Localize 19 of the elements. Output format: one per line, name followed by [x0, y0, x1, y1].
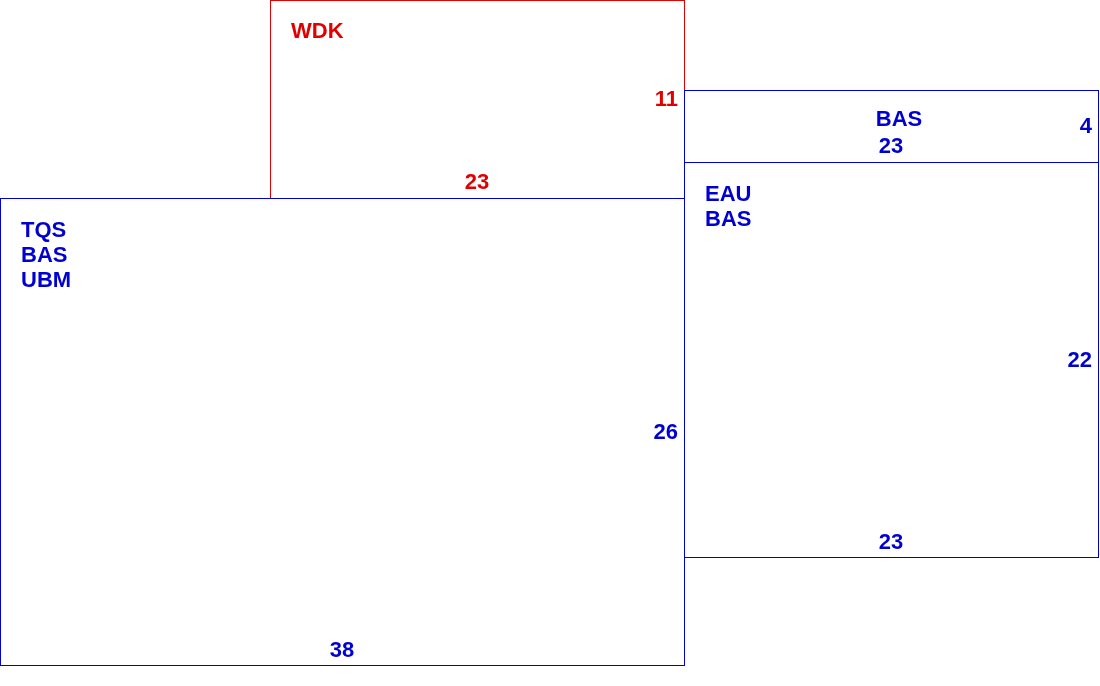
box-label: WDK: [291, 18, 344, 43]
outline-box: [0, 198, 685, 666]
box-label: EAU: [705, 181, 752, 206]
box-label: BAS: [21, 242, 68, 267]
dimension-label: 38: [329, 637, 355, 662]
outline-box: [684, 90, 1099, 163]
dimension-label: 22: [1067, 347, 1092, 372]
dimension-label: 23: [878, 529, 904, 554]
box-label: BAS: [705, 206, 752, 231]
outline-box: [684, 162, 1099, 558]
dimension-label: 4: [1079, 113, 1092, 138]
box-label: UBM: [21, 267, 72, 292]
dimension-label: 23: [878, 133, 904, 158]
dimension-label: 23: [464, 169, 490, 194]
box-label: BAS: [875, 106, 923, 131]
box-label: TQS: [21, 217, 67, 242]
dimension-label: 11: [654, 86, 678, 111]
outline-box: [270, 0, 685, 199]
dimension-label: 26: [653, 419, 678, 444]
